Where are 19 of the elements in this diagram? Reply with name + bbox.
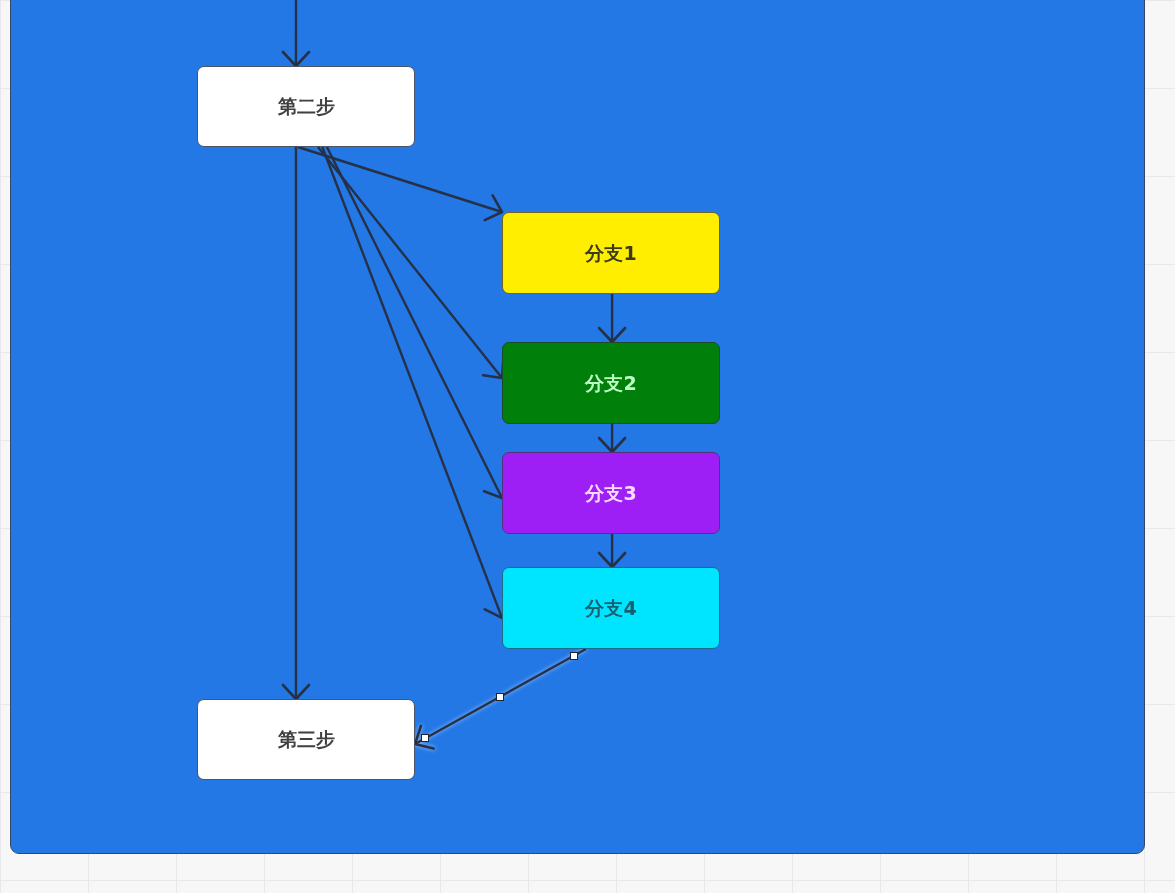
box-label: 分支1	[585, 241, 637, 265]
box-label: 第二步	[277, 95, 335, 118]
arrow	[597, 424, 627, 454]
process-box	[502, 342, 720, 424]
arrow	[597, 534, 627, 569]
arrow	[597, 294, 627, 344]
arrow	[281, 0, 311, 68]
box-label: 第三步	[277, 728, 335, 751]
process-box	[502, 452, 720, 534]
arrow	[281, 147, 311, 701]
process-box	[197, 66, 415, 147]
arrow	[297, 145, 504, 222]
box-label: 分支4	[585, 596, 637, 620]
process-box	[502, 567, 720, 649]
box-label: 分支2	[585, 371, 637, 395]
arrow	[413, 647, 587, 750]
process-box	[197, 699, 415, 780]
process-box	[502, 212, 720, 294]
box-label: 分支3	[585, 481, 637, 505]
